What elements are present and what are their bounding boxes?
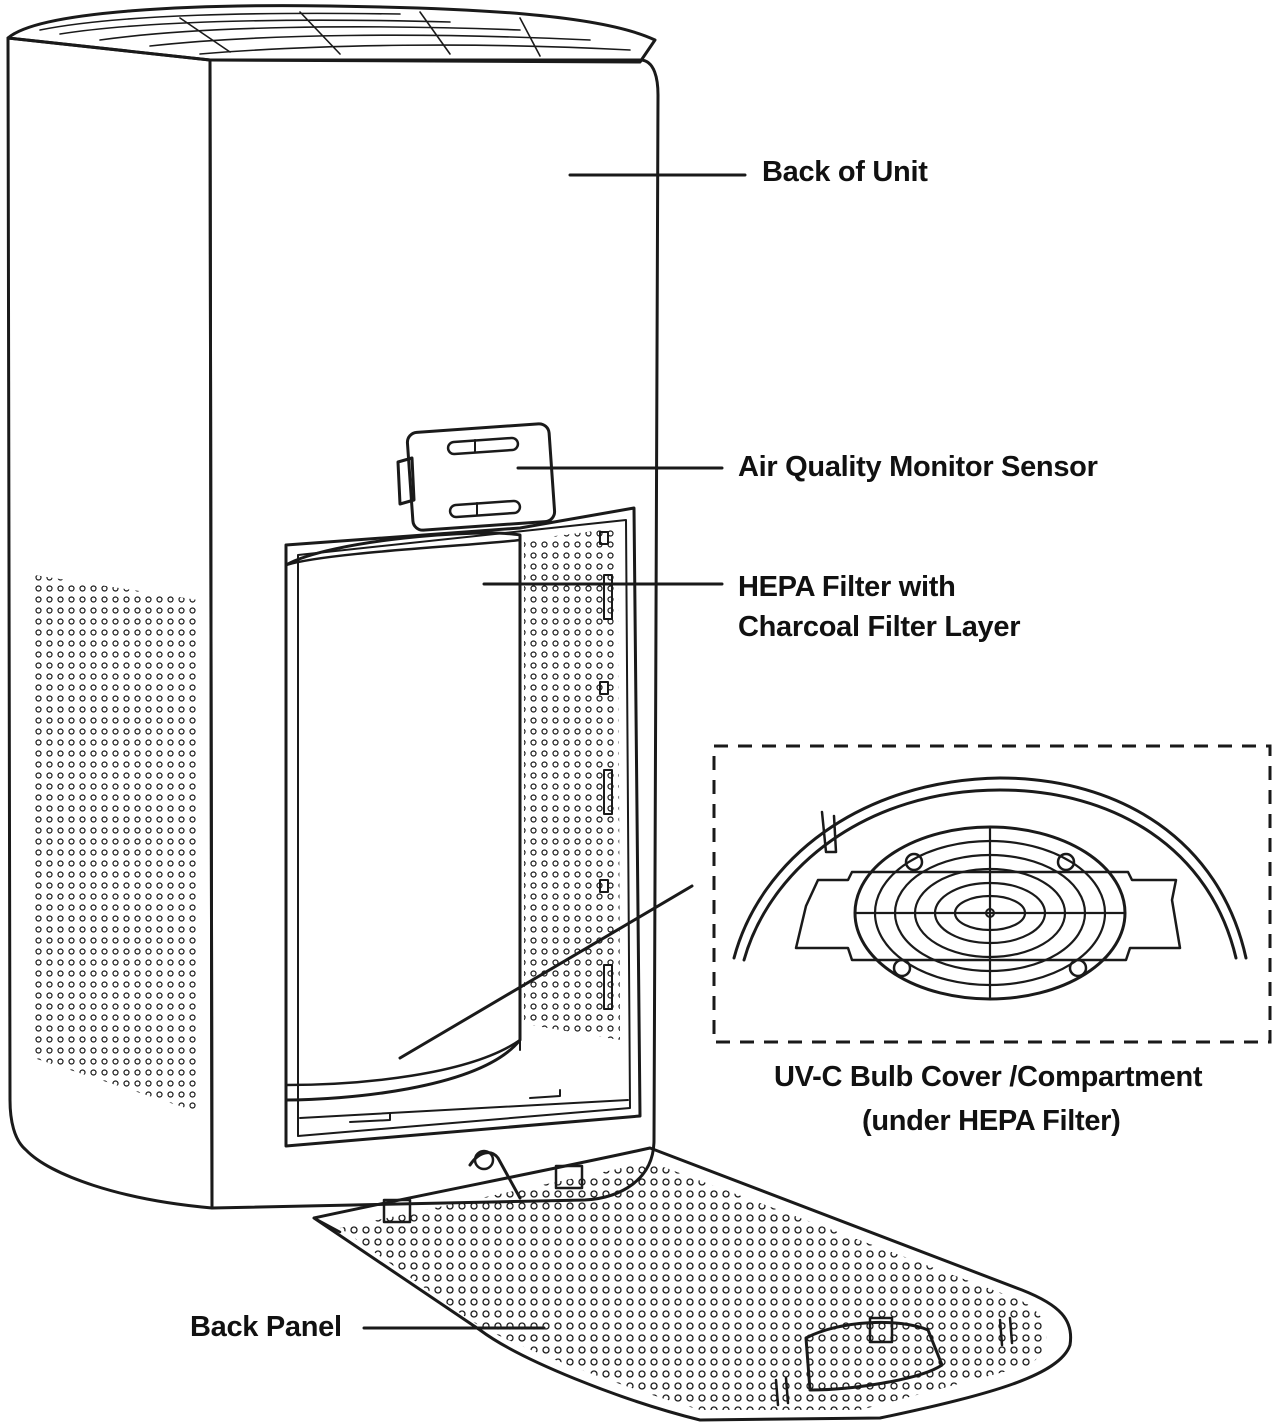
back-panel-latch [804, 1320, 944, 1392]
label-back-panel: Back Panel [190, 1311, 342, 1343]
back-panel [312, 1146, 1073, 1422]
side-vent-holes [34, 575, 198, 1112]
unit-side-face [6, 36, 214, 1210]
hepa-filter [284, 531, 522, 1102]
uvc-inset [712, 744, 1272, 1044]
leader-lines [362, 173, 747, 1330]
leader-uvc [398, 884, 694, 1060]
label-uvc-line1: UV-C Bulb Cover /Compartment [774, 1061, 1203, 1093]
label-back-of-unit: Back of Unit [762, 156, 928, 188]
air-quality-sensor [396, 422, 557, 532]
top-grille [6, 4, 657, 64]
inner-wall-slots [599, 531, 613, 1010]
inner-wall-holes [524, 528, 620, 1040]
label-air-quality-sensor: Air Quality Monitor Sensor [738, 451, 1098, 483]
purifier-unit [6, 4, 660, 1210]
label-hepa-line2: Charcoal Filter Layer [738, 611, 1021, 643]
back-panel-holes [340, 1162, 1047, 1410]
top-grille-vanes [39, 11, 631, 57]
uvc-inset-dashed-border [712, 744, 1272, 1044]
label-uvc-line2: (under HEPA Filter) [862, 1105, 1121, 1137]
label-hepa-line1: HEPA Filter with [738, 571, 956, 603]
